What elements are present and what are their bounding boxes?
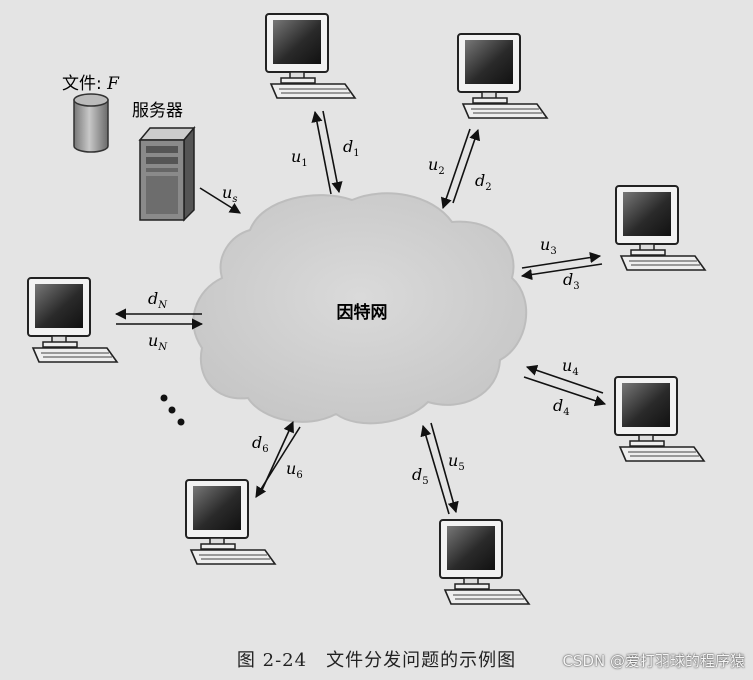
- link-1-up-arrow: [315, 112, 331, 194]
- internet-label: 因特网: [337, 302, 388, 323]
- link-2-down-label: d2: [475, 171, 492, 193]
- computer-6-icon: [186, 480, 275, 564]
- link-5-up-label: u5: [448, 451, 465, 473]
- computer-1-icon: [266, 14, 355, 98]
- computer-4-icon: [615, 377, 704, 461]
- link-3-down-label: d3: [563, 270, 580, 292]
- link-2-down-arrow: [443, 129, 470, 208]
- link-2-up-label: u2: [428, 155, 445, 177]
- computer-3-icon: [616, 186, 705, 270]
- computer-5-icon: [440, 520, 529, 604]
- watermark: CSDN @爱打羽球的程序猿: [562, 650, 745, 671]
- link-4-down-label: d4: [553, 396, 570, 418]
- link-n-up-label: uN: [148, 331, 168, 353]
- link-1-down-arrow: [323, 111, 339, 192]
- server-upload-label: us: [222, 183, 237, 205]
- server-icon: [140, 128, 194, 220]
- computer-n-icon: [28, 278, 117, 362]
- link-n-down-label: dN: [148, 289, 168, 311]
- link-4-up-label: u4: [562, 356, 579, 378]
- computer-2-icon: [458, 34, 547, 118]
- file-label: 文件: F: [62, 74, 120, 94]
- server-label: 服务器: [132, 101, 183, 121]
- link-5-down-label: d5: [412, 465, 429, 487]
- file-database-icon: [74, 94, 108, 152]
- link-6-up-label: u6: [286, 459, 303, 481]
- more-computers-ellipsis: [161, 395, 185, 426]
- link-1-down-label: d1: [343, 137, 360, 159]
- link-3-up-label: u3: [540, 235, 557, 257]
- link-4-down-arrow: [524, 377, 605, 404]
- link-6-down-label: d6: [252, 433, 269, 455]
- link-1-up-label: u1: [291, 147, 308, 169]
